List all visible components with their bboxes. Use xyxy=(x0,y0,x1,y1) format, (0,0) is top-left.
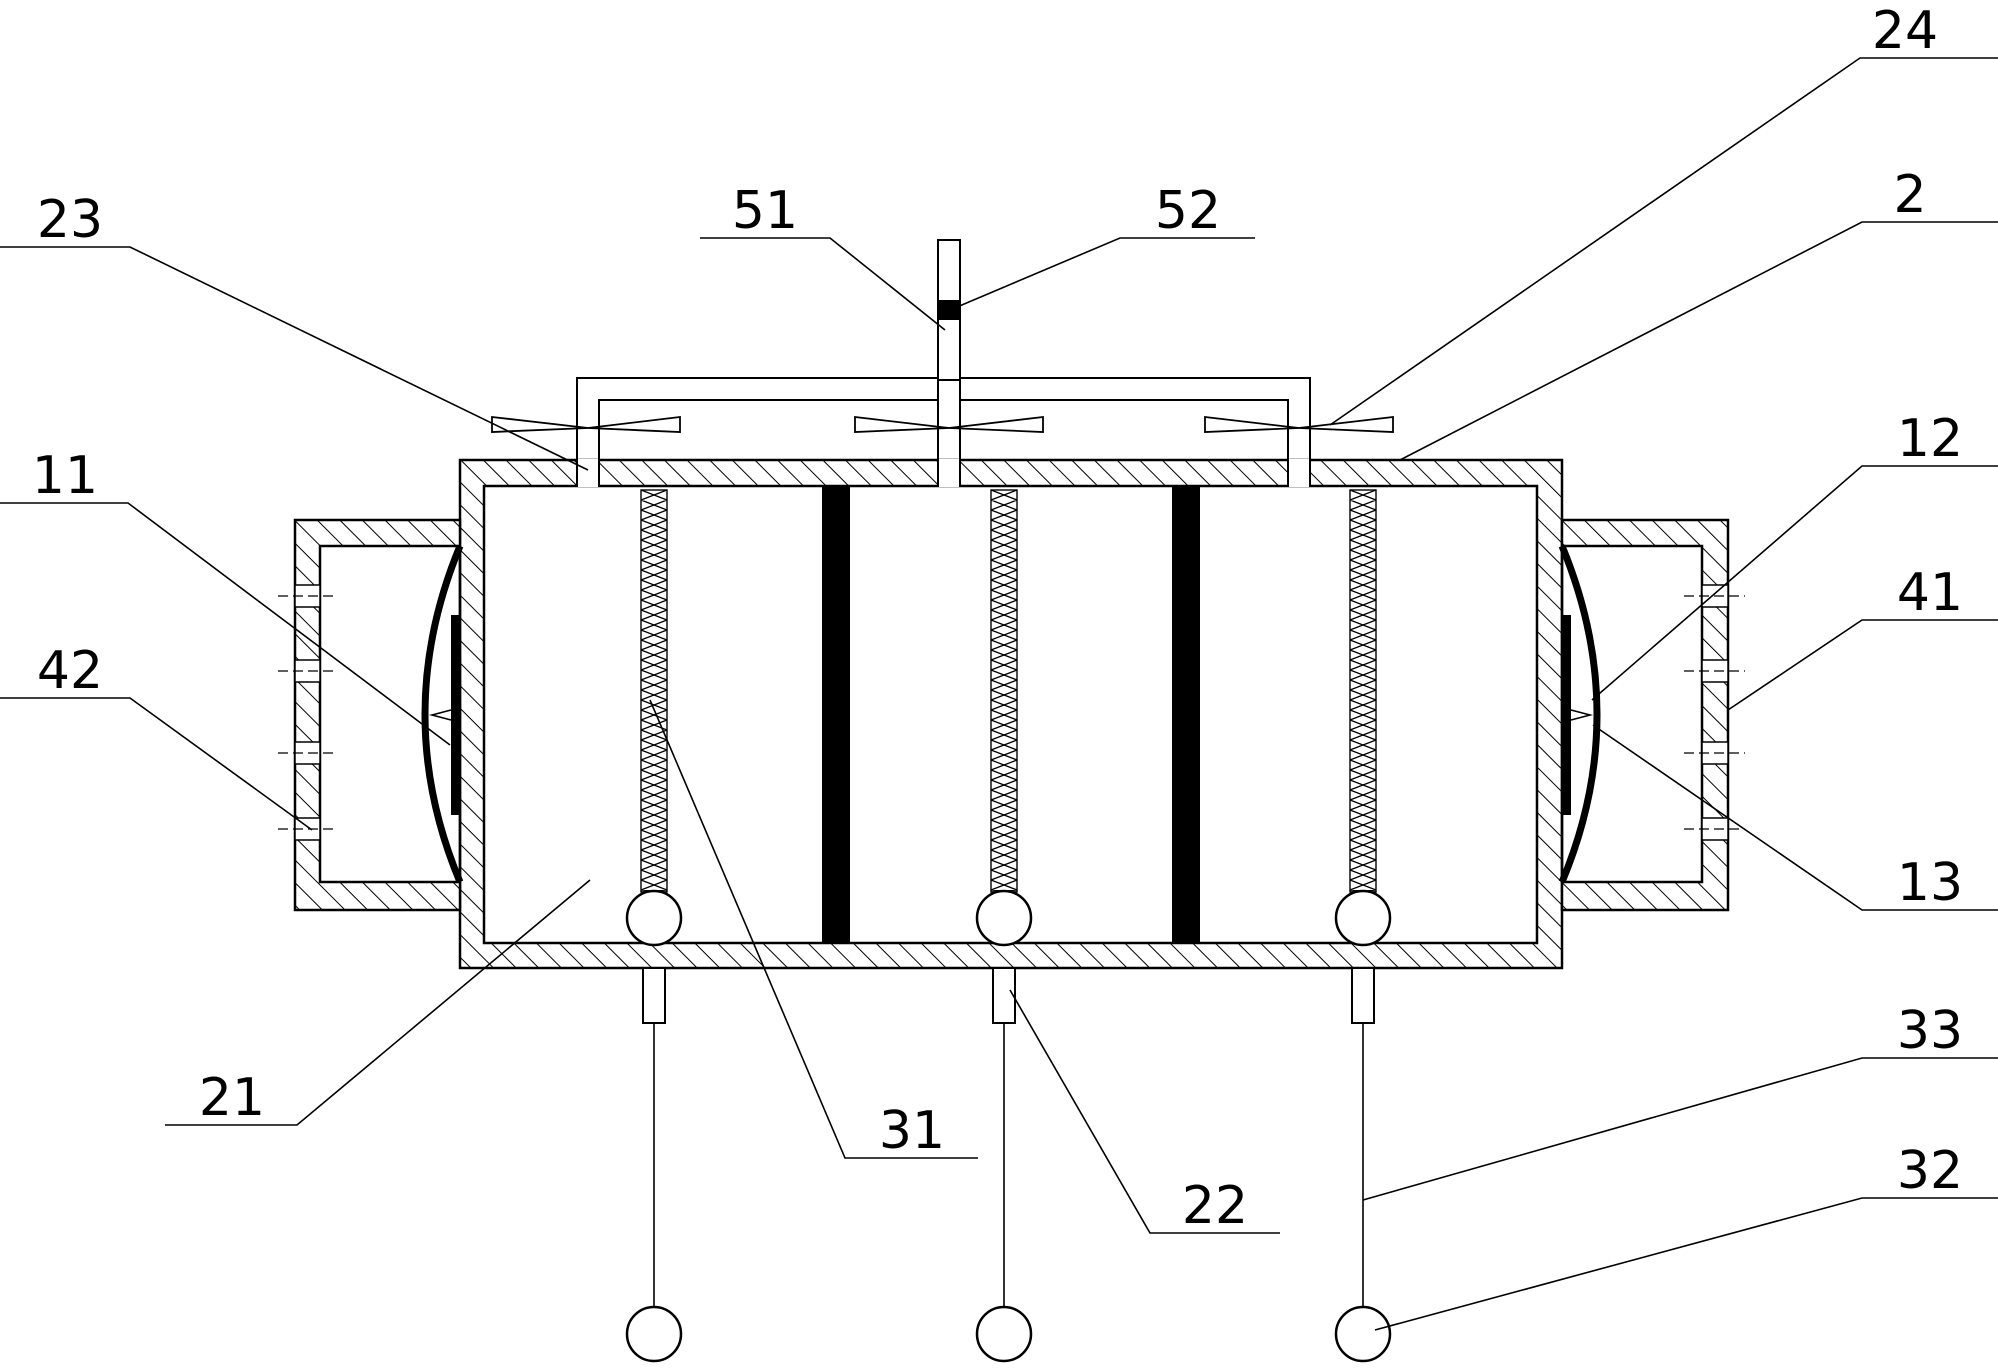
label-51: 51 xyxy=(732,181,798,241)
label-21: 21 xyxy=(199,1068,265,1128)
label-2: 2 xyxy=(1893,165,1926,225)
spring-coil-2-2 xyxy=(990,489,1018,893)
label-24: 24 xyxy=(1872,1,1938,61)
label-32: 32 xyxy=(1897,1141,1963,1201)
leader-lines xyxy=(0,57,1998,1331)
spring-coil-1-2 xyxy=(640,489,668,893)
label-41: 41 xyxy=(1897,563,1963,623)
label-23: 23 xyxy=(37,190,103,250)
label-11: 11 xyxy=(32,446,98,506)
label-33: 33 xyxy=(1897,1001,1963,1061)
label-12: 12 xyxy=(1897,409,1963,469)
label-13: 13 xyxy=(1897,853,1963,913)
reference-labels: 24 2 23 51 52 11 12 42 41 13 33 21 31 22… xyxy=(32,1,1963,1236)
spring-coil-3-2 xyxy=(1349,489,1377,893)
label-22: 22 xyxy=(1182,1176,1248,1236)
right-side-chamber xyxy=(1558,518,1745,912)
label-52: 52 xyxy=(1155,181,1221,241)
pipe-manifold xyxy=(576,239,1311,487)
partition-plates xyxy=(822,487,1200,942)
label-31: 31 xyxy=(879,1101,945,1161)
impeller-blades xyxy=(491,415,1394,433)
float-assemblies xyxy=(625,889,1392,1363)
left-side-chamber xyxy=(278,518,464,912)
springs xyxy=(640,489,1377,893)
label-42: 42 xyxy=(37,641,103,701)
